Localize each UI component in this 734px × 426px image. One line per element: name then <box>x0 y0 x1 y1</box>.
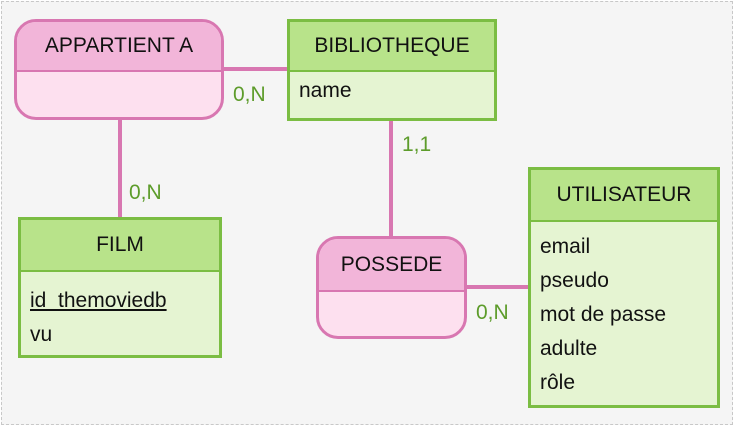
attribute-role: rôle <box>540 371 576 394</box>
cardinality-possede-utilisateur: 0,N <box>476 301 509 324</box>
cardinality-appartient-film: 0,N <box>129 181 162 204</box>
cardinality-appartient-bibliotheque: 0,N <box>233 83 266 106</box>
attribute-email: email <box>540 235 591 258</box>
attribute-id-themoviedb: id_themoviedb <box>30 289 167 312</box>
entity-utilisateur-title: UTILISATEUR <box>531 170 717 222</box>
association-possede[interactable]: POSSEDE <box>316 236 467 339</box>
attribute-adulte: adulte <box>540 337 598 360</box>
association-possede-title: POSSEDE <box>319 239 464 292</box>
entity-film[interactable]: FILM id_themoviedb vu <box>18 217 222 358</box>
entity-utilisateur[interactable]: UTILISATEUR email pseudo mot de passe ad… <box>528 167 720 408</box>
entity-bibliotheque-title: BIBLIOTHEQUE <box>290 22 494 72</box>
association-appartient-a[interactable]: APPARTIENT A <box>14 19 224 120</box>
attribute-pseudo: pseudo <box>540 269 609 292</box>
entity-utilisateur-attributes: email pseudo mot de passe adulte rôle <box>531 222 717 406</box>
entity-film-title: FILM <box>21 220 219 272</box>
attribute-mot-de-passe: mot de passe <box>540 303 667 326</box>
entity-bibliotheque[interactable]: BIBLIOTHEQUE name <box>287 19 497 121</box>
attribute-vu: vu <box>30 323 53 346</box>
entity-film-attributes: id_themoviedb vu <box>21 272 219 358</box>
attribute-name: name <box>299 79 352 102</box>
association-appartient-a-title: APPARTIENT A <box>17 22 221 72</box>
cardinality-possede-bibliotheque: 1,1 <box>402 133 432 156</box>
entity-bibliotheque-attributes: name <box>290 72 494 114</box>
